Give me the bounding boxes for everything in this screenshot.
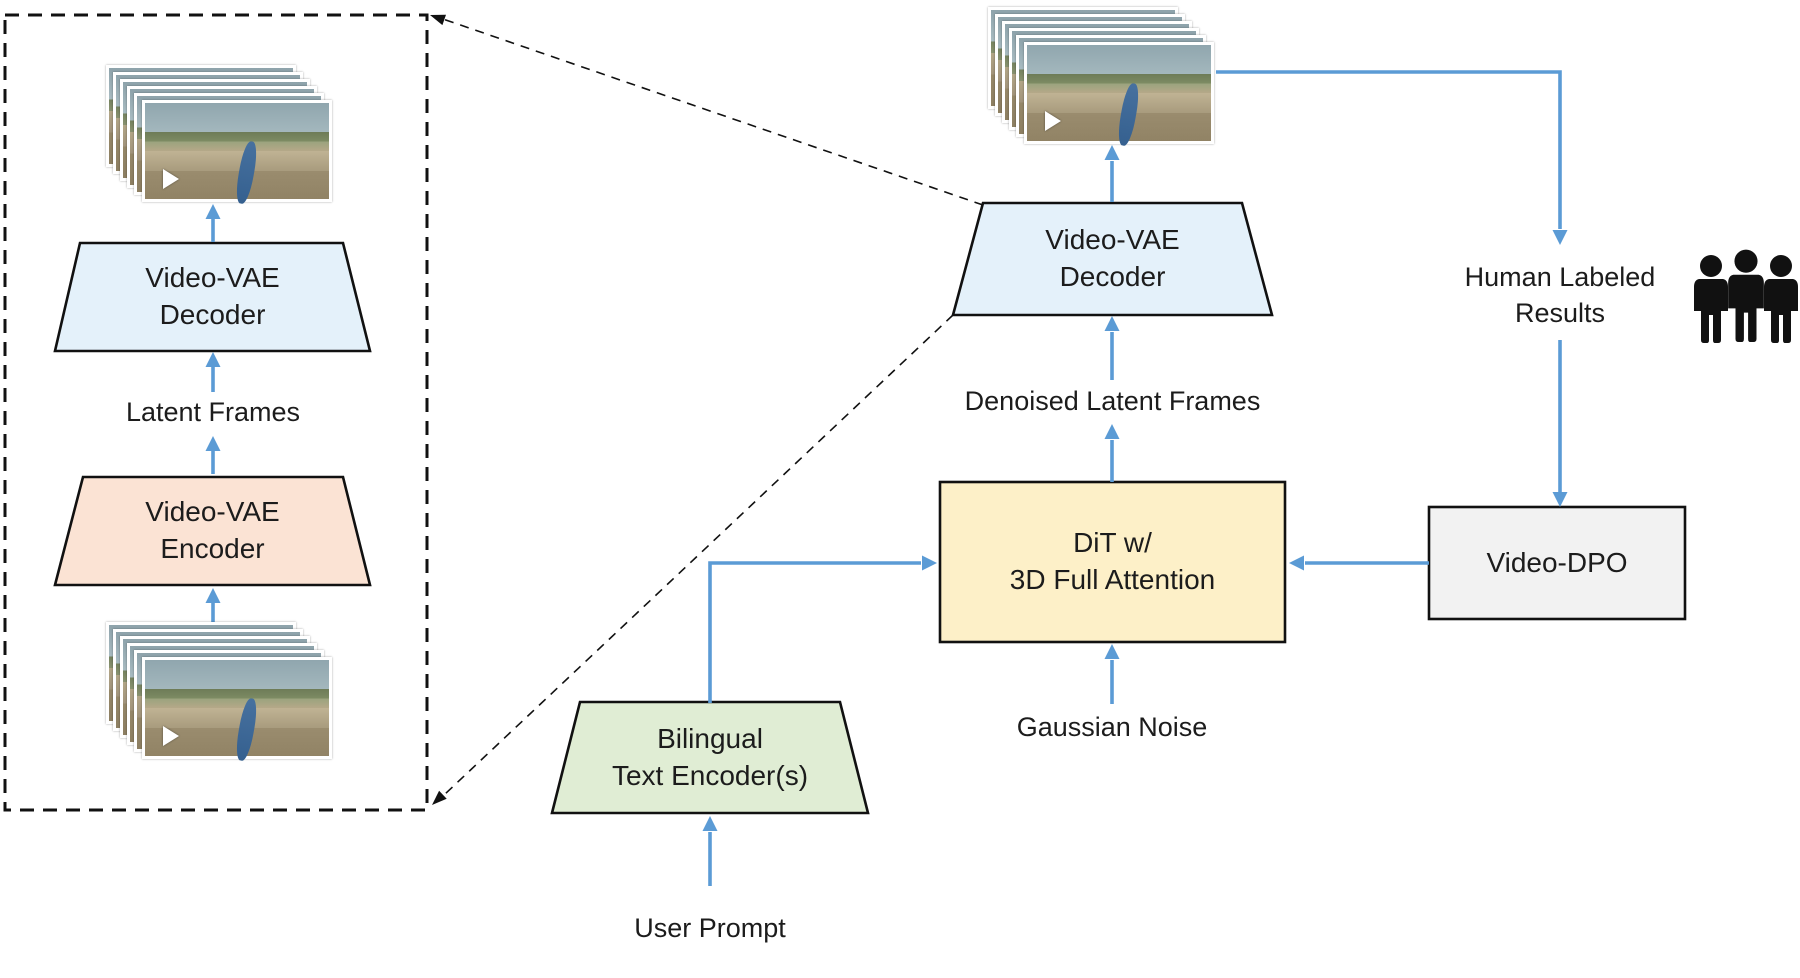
pipeline-flow-arrows — [702, 70, 1568, 886]
dit-box — [938, 480, 1287, 644]
video-dpo-box — [1427, 505, 1687, 621]
zoom-connector-top-arrowhead-icon — [430, 14, 446, 26]
zoom-connector-bottom-arrowhead-icon — [432, 790, 447, 805]
people-icon — [1694, 249, 1798, 343]
zoom-video-vae-encoder-trapezoid — [53, 475, 372, 587]
river-detail — [1115, 82, 1141, 148]
video-frame-front — [1024, 42, 1214, 148]
zoom-connector-top-line — [442, 18, 984, 206]
video-frame-front — [142, 100, 332, 206]
video-frame-front — [142, 657, 332, 763]
play-icon — [163, 726, 180, 747]
play-icon — [163, 169, 180, 190]
video-vae-decoder-trapezoid — [951, 201, 1274, 317]
zoom-video-vae-decoder-trapezoid — [53, 241, 372, 353]
zoom-panel-flow-arrows — [205, 204, 221, 623]
river-detail — [233, 697, 259, 763]
generated-video-frames-stack — [988, 7, 1215, 148]
zoom-connector-bottom-line — [443, 314, 954, 796]
zoom-output-video-frames-stack — [106, 65, 333, 206]
zoom-panel-dashed-border — [3, 13, 429, 812]
play-icon — [1045, 111, 1062, 132]
zoom-input-video-frames-stack — [106, 622, 333, 763]
bilingual-text-encoder-trapezoid — [550, 700, 870, 815]
river-detail — [233, 140, 259, 206]
